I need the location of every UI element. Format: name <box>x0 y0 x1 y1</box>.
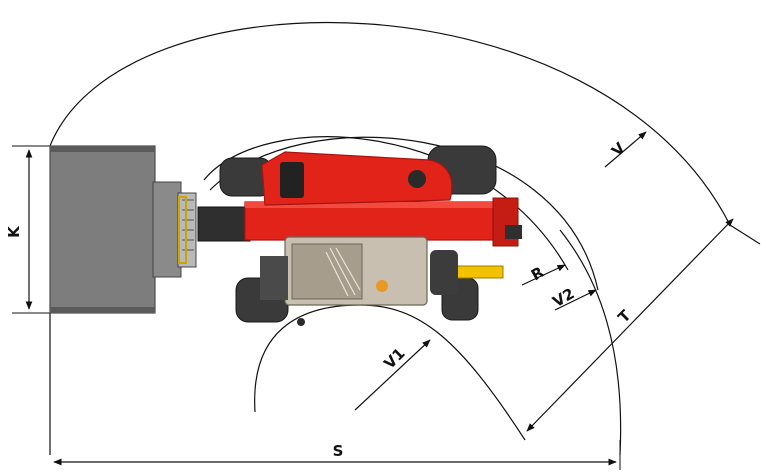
v1-leader <box>354 339 431 411</box>
carriage <box>152 181 182 278</box>
outer-turning-arc <box>49 21 731 226</box>
boom-head <box>197 206 251 242</box>
inner-arc-v1 <box>254 304 526 441</box>
step-yellow <box>454 265 504 279</box>
label-k: K <box>5 225 23 238</box>
label-s: S <box>333 442 344 460</box>
label-v: V <box>608 139 629 160</box>
v-leader <box>604 131 647 168</box>
inner-arc-r <box>203 136 569 271</box>
r-leader <box>521 264 566 286</box>
boom <box>244 201 516 241</box>
label-v1: V1 <box>380 344 408 372</box>
engine-hood <box>261 151 453 206</box>
label-v2: V2 <box>549 284 577 311</box>
outer-arc-tangent <box>729 224 761 245</box>
telehandler-top-view <box>49 145 522 326</box>
v2-leader <box>554 289 597 311</box>
attachment-bucket <box>49 145 156 314</box>
t-dimension-line <box>526 218 734 432</box>
